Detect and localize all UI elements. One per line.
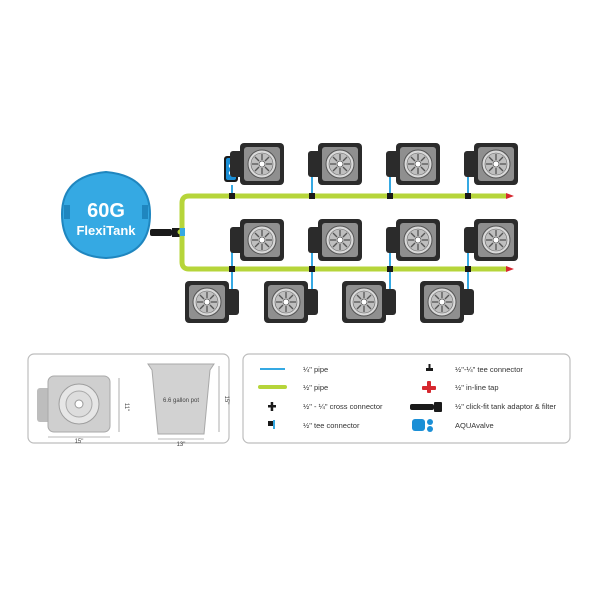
cross-connector-icon <box>268 402 276 411</box>
tee-connector-reducer-icon <box>426 364 433 371</box>
dimensions-panel: 15" 11" 6.6 gallon pot 13" 15" <box>27 353 230 448</box>
legend-label-inline-tap: ½" in-line tap <box>455 383 499 392</box>
pot-width-label: 15" <box>75 439 84 445</box>
inline-taps <box>506 193 514 272</box>
bucket-dimension-illustration <box>147 363 220 440</box>
bucket-capacity-text: 6.6 gallon pot <box>163 398 199 404</box>
tank-adaptor-icon <box>410 402 442 412</box>
legend-label-tee-connector: ½" tee connector <box>303 421 360 430</box>
pots-row-top <box>230 143 518 185</box>
legend-panel: ¼" pipe ½" pipe ½" - ¼" cross connector … <box>242 353 571 444</box>
legend-label-tee-reducer: ½"-¼" tee connector <box>455 365 523 374</box>
bucket-width-label: 13" <box>177 442 186 448</box>
tank-label-capacity: 60G <box>87 200 125 222</box>
bucket-height-label: 15" <box>223 396 229 405</box>
aquavalve-icon <box>412 419 433 432</box>
connectors <box>180 193 471 272</box>
legend-label-tank-adaptor: ½" click-fit tank adaptor & filter <box>455 402 557 411</box>
tank-adaptor <box>150 228 180 237</box>
inline-tap-icon <box>422 381 436 393</box>
pot-dimension-illustration <box>37 375 120 438</box>
legend-label-cross-connector: ½" - ¼" cross connector <box>303 402 383 411</box>
pot-height-label: 11" <box>123 403 129 411</box>
tee-connector-blue-icon <box>268 420 275 429</box>
flexitank: 60G FlexiTank <box>60 170 152 260</box>
half-pipe-network <box>177 193 509 272</box>
legend-label-half-pipe: ½" pipe <box>303 383 328 392</box>
pots-row-bottom <box>185 281 474 323</box>
tank-label-name: FlexiTank <box>76 223 136 238</box>
legend-label-quarter-pipe: ¼" pipe <box>303 365 328 374</box>
legend-label-aquavalve: AQUAvalve <box>455 421 494 430</box>
bucket-capacity-label: 6.6 gallon pot <box>163 398 199 404</box>
pots-row-middle <box>230 219 518 261</box>
